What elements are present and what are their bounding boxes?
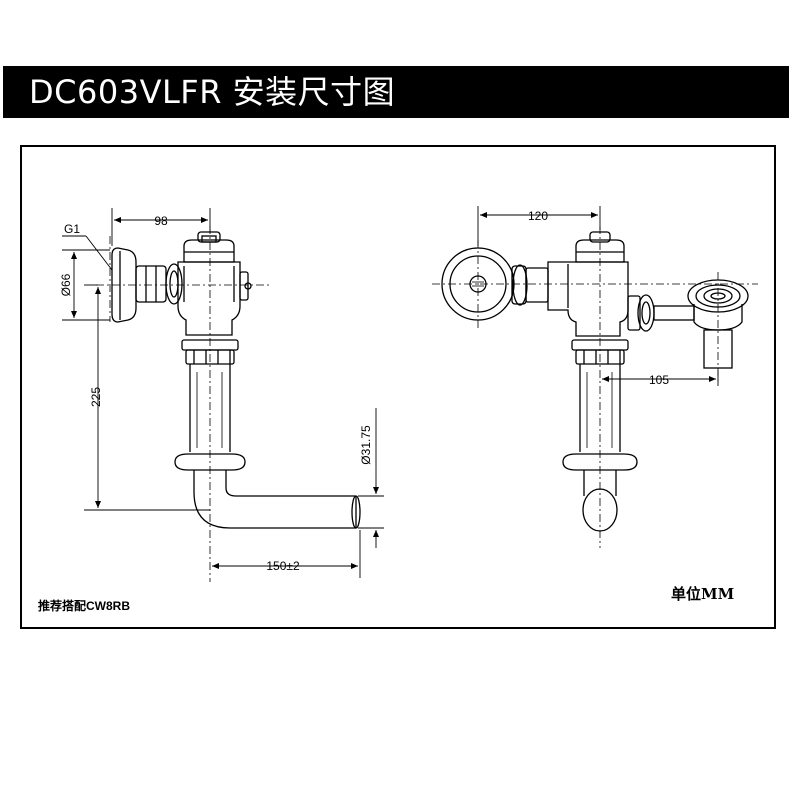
page-title: DC603VLFR 安装尺寸图 xyxy=(29,73,396,111)
front-dimensions xyxy=(477,206,719,386)
front-centerlines xyxy=(432,226,758,548)
label-width-120: 120 xyxy=(528,209,548,223)
side-centerlines xyxy=(96,226,270,582)
label-height-225: 225 xyxy=(89,387,103,407)
unit-label: 单位MM xyxy=(671,585,735,603)
wall-flange xyxy=(111,247,137,323)
side-view xyxy=(111,231,361,529)
label-pipe-diameter: Ø31.75 xyxy=(359,425,373,465)
label-width-98: 98 xyxy=(154,214,168,228)
label-diameter-66: Ø66 xyxy=(59,273,73,296)
label-g1: G1 xyxy=(64,222,80,236)
title-bar: DC603VLFR 安装尺寸图 xyxy=(3,66,789,118)
front-view xyxy=(441,231,749,532)
recommended-pairing: 推荐搭配CW8RB xyxy=(38,599,130,613)
label-length-150: 150±2 xyxy=(266,559,300,573)
label-width-105: 105 xyxy=(649,373,669,387)
side-dimensions xyxy=(62,208,384,578)
drawing-frame xyxy=(20,145,776,629)
